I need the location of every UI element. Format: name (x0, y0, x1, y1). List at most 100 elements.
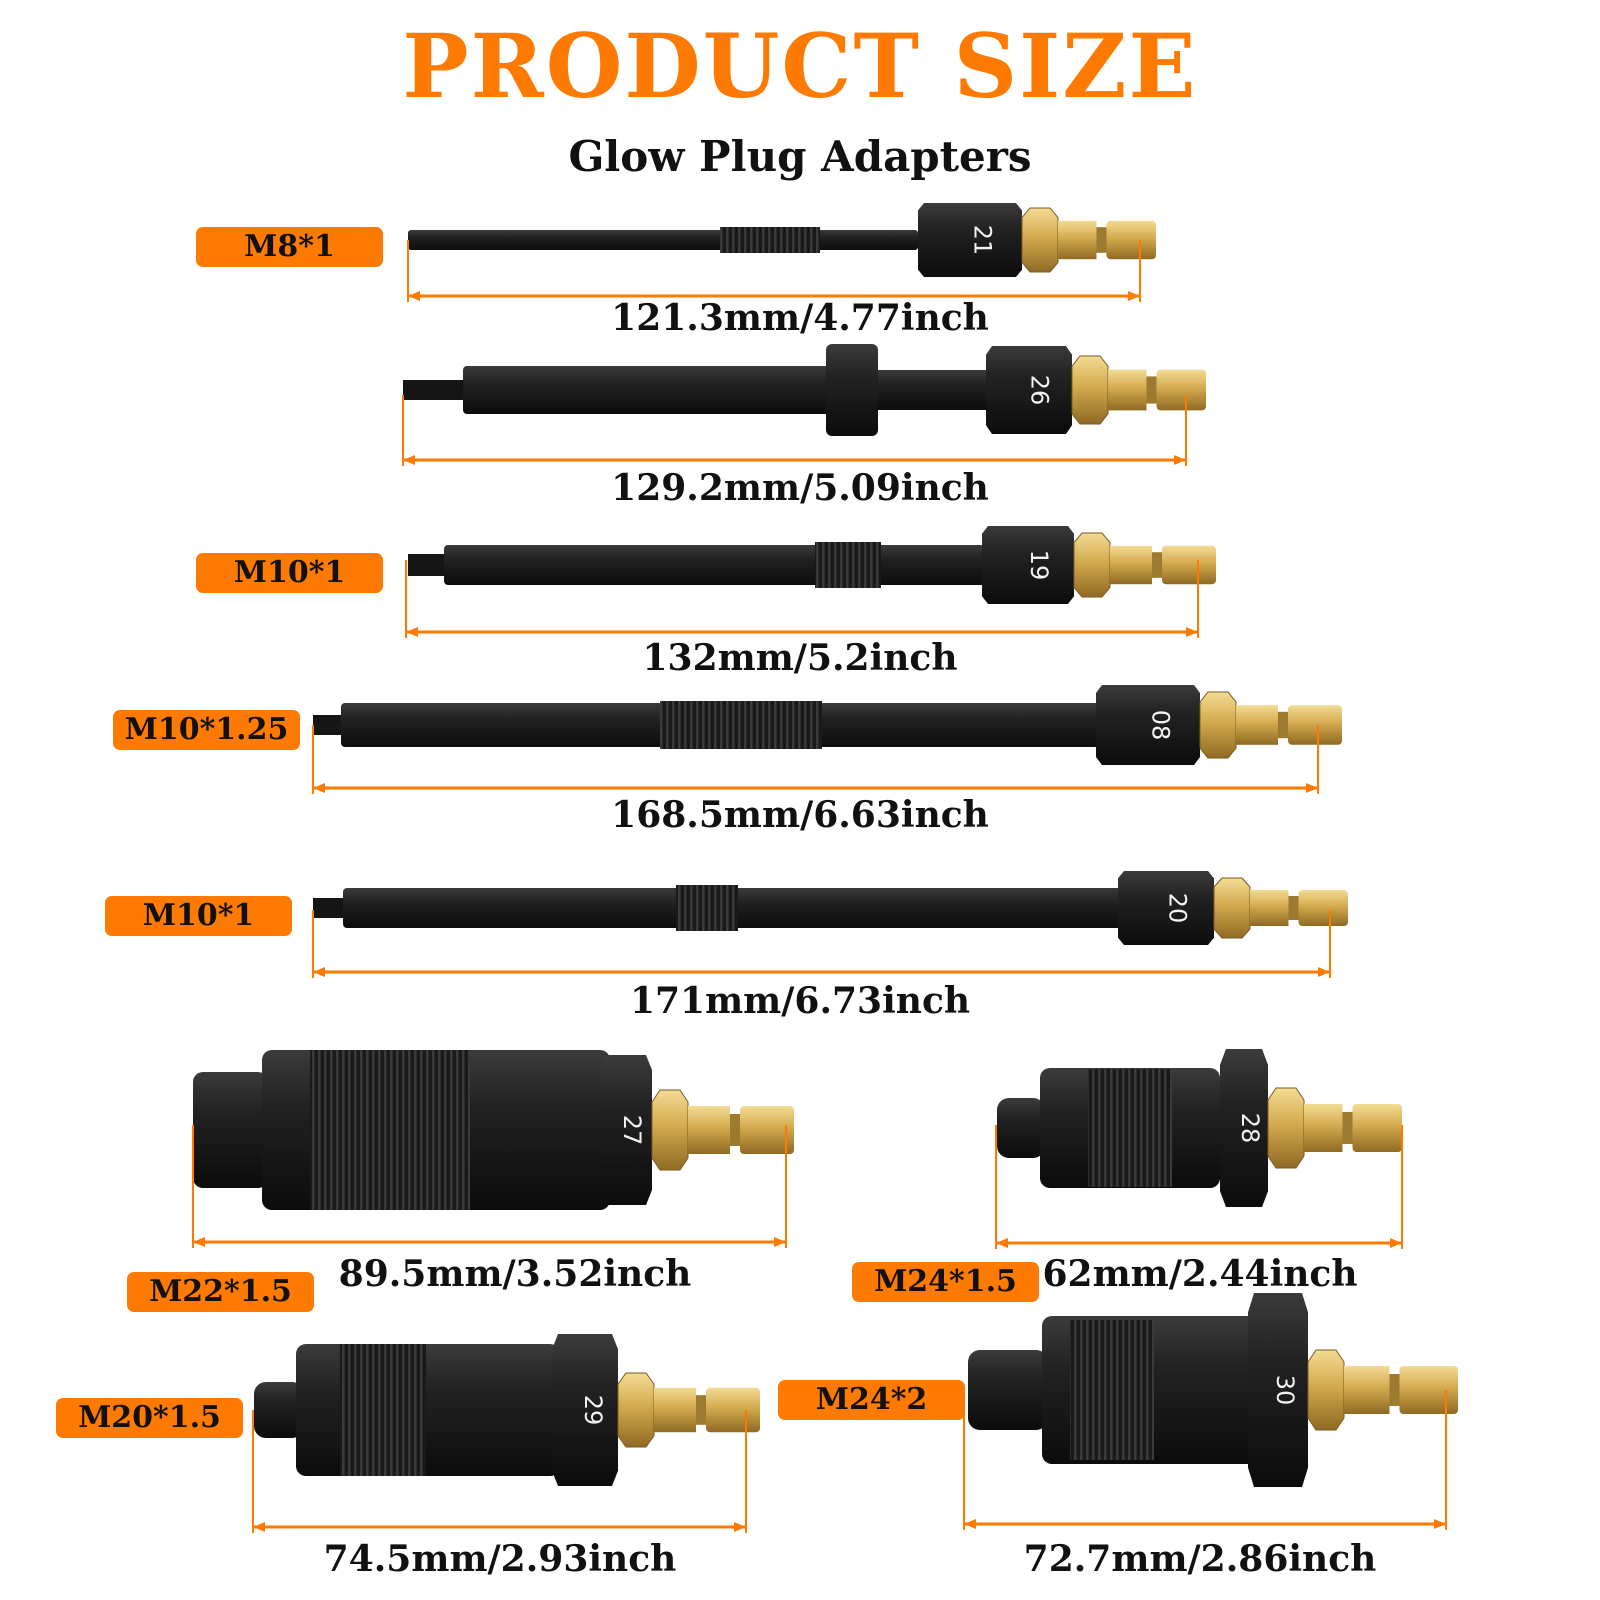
brass-coupler-groove (1342, 1112, 1353, 1144)
brass-coupler-body (1250, 890, 1289, 926)
rod-tip (403, 380, 463, 400)
thread-badge-m10x1-short: M10*1 (196, 553, 383, 593)
brass-coupler-groove (1096, 227, 1107, 253)
collar (826, 344, 878, 436)
size-marking: 27 (618, 1115, 646, 1146)
brass-coupler-groove (1278, 711, 1288, 739)
brass-hex-nut (1021, 207, 1059, 273)
brass-coupler-body (1344, 1366, 1390, 1414)
pilot-end (968, 1350, 1048, 1430)
brass-coupler-tip (1106, 220, 1156, 260)
brass-coupler-tip (740, 1106, 794, 1154)
rod-tip (313, 715, 341, 735)
thread-badge-m10x1-long: M10*1 (105, 896, 292, 936)
length-label-9: 72.7mm/2.86inch (1023, 1538, 1377, 1580)
thread-section (660, 701, 822, 749)
dimension-arrow (774, 1237, 786, 1247)
dimension-arrow (313, 967, 325, 977)
length-label-7: 62mm/2.44inch (1042, 1253, 1358, 1295)
dimension-arrow (408, 291, 420, 301)
brass-hex-nut (651, 1089, 689, 1171)
brass-coupler-tip (706, 1387, 760, 1433)
size-marking: 08 (1146, 710, 1174, 741)
brass-coupler-body (1110, 545, 1152, 585)
brass-coupler-tip (1298, 890, 1348, 926)
dimension-arrow (1390, 1238, 1402, 1248)
size-marking: 28 (1236, 1113, 1264, 1144)
pilot-end (254, 1382, 304, 1438)
hex-body (552, 1334, 618, 1486)
brass-hex-nut (1267, 1087, 1305, 1169)
size-marking: 30 (1271, 1375, 1299, 1406)
hex-body (918, 203, 1022, 277)
brass-coupler-body (1108, 369, 1147, 411)
dimension-lines (192, 240, 1447, 1533)
hex-body (1248, 1293, 1308, 1487)
hex-body (1220, 1049, 1268, 1207)
size-marking: 21 (968, 225, 996, 256)
hex-body (1096, 685, 1200, 765)
size-marking: 19 (1025, 550, 1053, 581)
thread-badge-m24x1-5: M24*1.5 (852, 1262, 1039, 1302)
brass-coupler-groove (1389, 1374, 1400, 1406)
body-barrel (296, 1344, 560, 1476)
adapter-tools: 21 26 19 08 20 27 28 29 30 (193, 203, 1458, 1487)
page-title: PRODUCT SIZE (402, 14, 1198, 118)
brass-hex-nut (617, 1372, 655, 1448)
thread-section (310, 1050, 470, 1210)
size-marking: 26 (1025, 375, 1053, 406)
thread-badge-m8x1: M8*1 (196, 227, 383, 267)
hex-body (1118, 871, 1214, 945)
thread-section (720, 227, 820, 253)
length-label-1: 121.3mm/4.77inch (611, 297, 989, 339)
dimension-arrow (403, 455, 415, 465)
length-label-6: 89.5mm/3.52inch (338, 1253, 692, 1295)
brass-hex-nut (1073, 532, 1111, 598)
length-label-2: 129.2mm/5.09inch (611, 467, 989, 509)
brass-hex-nut (1307, 1349, 1345, 1431)
dimension-arrow (1174, 455, 1186, 465)
dimension-arrow (313, 783, 325, 793)
brass-coupler-tip (1352, 1104, 1402, 1152)
brass-coupler-tip (1162, 545, 1216, 585)
thread-badge-m22x1-5: M22*1.5 (127, 1272, 314, 1312)
thread-section (1088, 1069, 1172, 1187)
brass-hex-nut (1071, 355, 1109, 425)
thread-section (1070, 1320, 1154, 1460)
dimension-arrow (406, 627, 418, 637)
dimension-arrow (734, 1522, 746, 1532)
brass-hex-nut (1213, 877, 1251, 939)
thread-badge-m24x2: M24*2 (778, 1380, 965, 1420)
length-label-4: 168.5mm/6.63inch (611, 794, 989, 836)
dimension-arrow (253, 1522, 265, 1532)
dimension-arrow (1128, 291, 1140, 301)
dimension-arrow (193, 1237, 205, 1247)
size-marking: 29 (579, 1395, 607, 1426)
brass-coupler-body (1236, 705, 1278, 745)
brass-coupler-groove (730, 1114, 740, 1146)
brass-hex-nut (1199, 691, 1237, 759)
thread-section (815, 542, 881, 588)
rod-shaft (463, 366, 833, 414)
brass-coupler-groove (1152, 552, 1162, 578)
rod-tip (408, 554, 444, 576)
pilot-end (193, 1072, 268, 1188)
thread-badge-m10x1-25: M10*1.25 (113, 710, 300, 750)
brass-coupler-tip (1399, 1366, 1458, 1414)
dimension-arrow (1318, 967, 1330, 977)
brass-coupler-body (688, 1106, 730, 1154)
pilot-end (997, 1098, 1045, 1158)
brass-coupler-groove (1146, 376, 1157, 404)
size-marking: 20 (1164, 893, 1192, 924)
rod-tip (313, 898, 343, 918)
rod-shaft (408, 230, 918, 250)
brass-coupler-tip (1156, 369, 1206, 411)
page-subtitle: Glow Plug Adapters (568, 132, 1032, 181)
dimension-arrow (1306, 783, 1318, 793)
brass-coupler-groove (1288, 896, 1299, 920)
rod-neck (878, 370, 986, 410)
length-label-3: 132mm/5.2inch (642, 637, 958, 679)
brass-coupler-tip (1288, 705, 1342, 745)
thread-badge-m20x1-5: M20*1.5 (56, 1398, 243, 1438)
thread-section (676, 885, 738, 931)
